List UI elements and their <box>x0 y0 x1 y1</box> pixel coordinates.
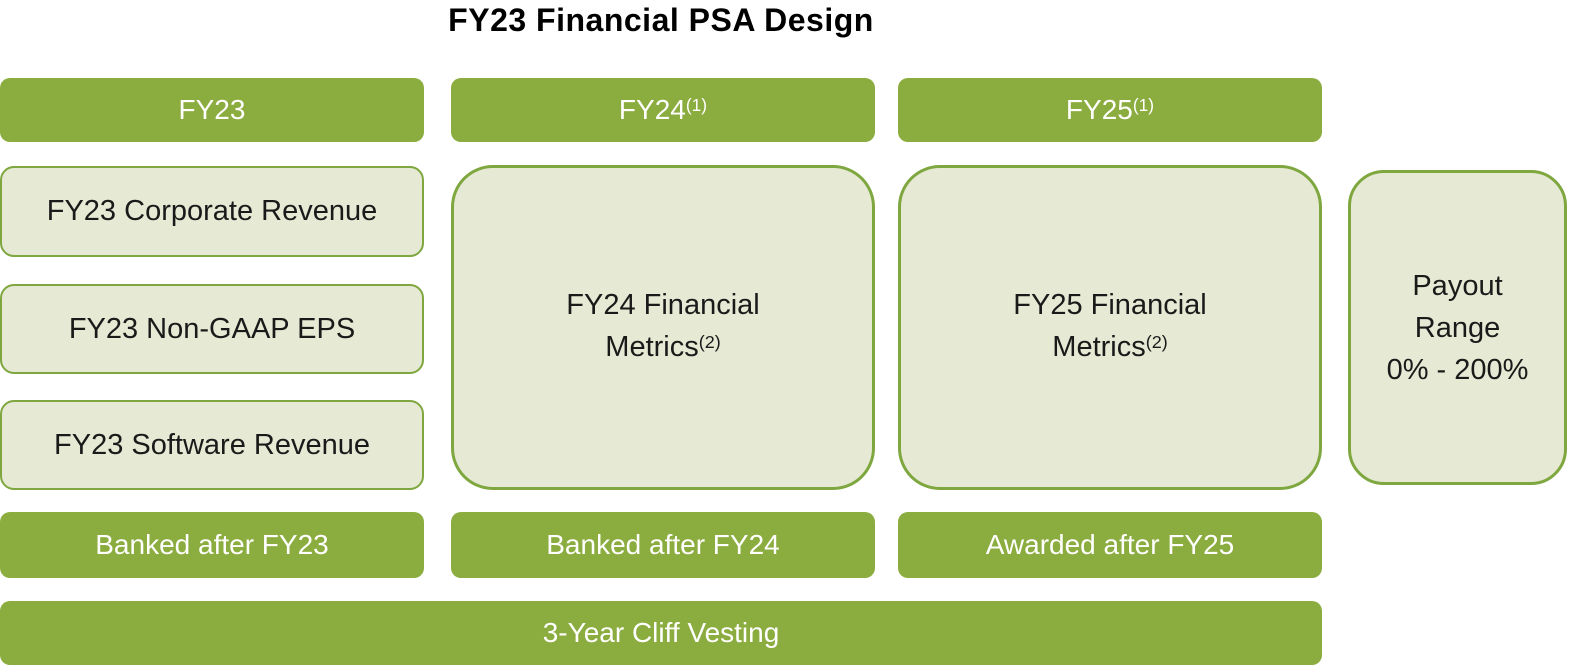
metric-label: FY23 Non-GAAP EPS <box>68 312 356 345</box>
metric-footnote-sup: (2) <box>1145 331 1168 352</box>
footer-banked-after-fy24: Banked after FY24 <box>451 512 875 578</box>
footer-awarded-after-fy25: Awarded after FY25 <box>898 512 1322 578</box>
column-header-fy23: FY23 <box>0 78 424 142</box>
payout-line-2: Range <box>1414 311 1501 344</box>
cliff-vesting-label: 3-Year Cliff Vesting <box>542 617 780 648</box>
metric-line-2: Metrics <box>605 331 699 363</box>
header-text: FY25 <box>1065 94 1133 125</box>
metric-line-2: Metrics <box>1052 331 1146 363</box>
footer-label: Banked after FY23 <box>95 529 329 560</box>
column-header-fy25-label: FY25(1) <box>1066 94 1154 126</box>
header-text: FY23 <box>178 94 246 125</box>
footer-label: Awarded after FY25 <box>985 529 1235 560</box>
column-header-fy24-label: FY24(1) <box>619 94 707 126</box>
metric-footnote-sup: (2) <box>698 331 721 352</box>
column-header-fy25: FY25(1) <box>898 78 1322 142</box>
metric-line-1: FY25 Financial <box>1013 289 1207 321</box>
header-footnote-sup: (1) <box>1132 95 1155 116</box>
metric-label: FY23 Corporate Revenue <box>46 195 378 227</box>
column-header-fy24: FY24(1) <box>451 78 875 142</box>
header-footnote-sup: (1) <box>685 95 708 116</box>
footer-banked-after-fy23: Banked after FY23 <box>0 512 424 578</box>
column-header-fy23-label: FY23 <box>179 94 246 126</box>
cliff-vesting-bar: 3-Year Cliff Vesting <box>0 601 1322 665</box>
footer-label: Banked after FY24 <box>546 529 780 560</box>
header-text: FY24 <box>618 94 686 125</box>
metric-box-fy23-corporate-revenue: FY23 Corporate Revenue <box>0 166 424 257</box>
diagram-title: FY23 Financial PSA Design <box>448 2 874 38</box>
payout-line-3: 0% - 200% <box>1386 353 1529 386</box>
metric-label: FY23 Software Revenue <box>54 428 370 461</box>
metric-line-1: FY24 Financial <box>566 289 760 321</box>
metric-box-fy23-software-revenue: FY23 Software Revenue <box>0 400 424 490</box>
metric-box-fy23-non-gaap-eps: FY23 Non-GAAP EPS <box>0 284 424 374</box>
payout-line-1: Payout <box>1412 269 1503 302</box>
